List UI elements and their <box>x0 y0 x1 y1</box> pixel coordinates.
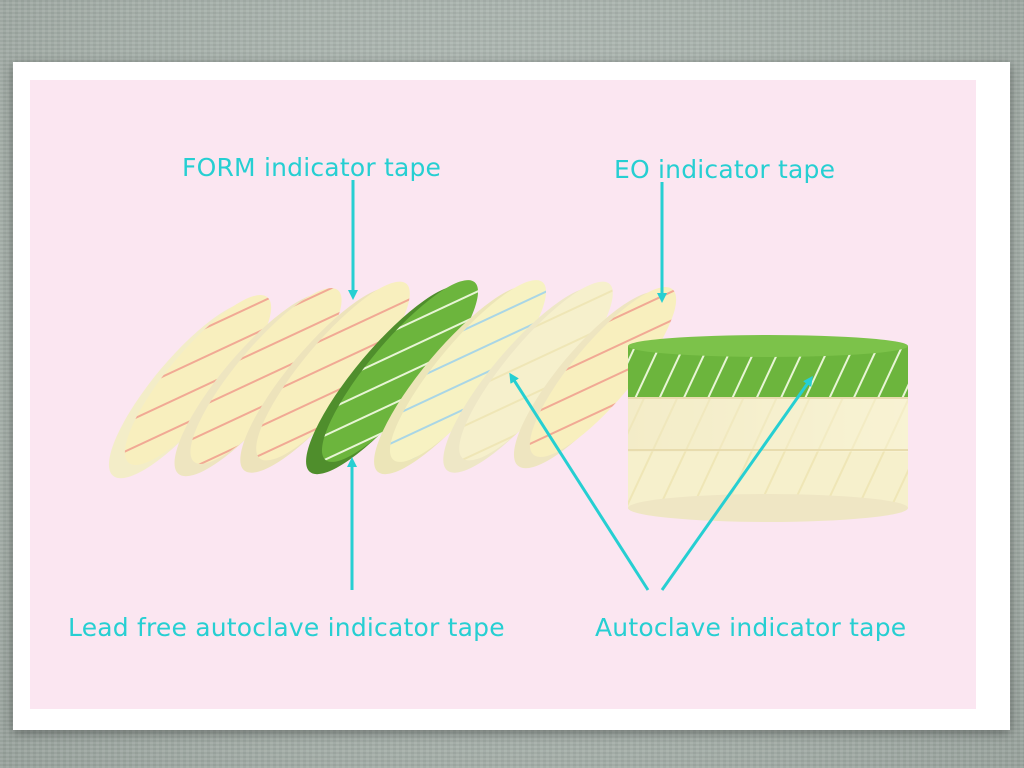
arrow-autoclave-a <box>509 372 650 591</box>
photo-card: FORM indicator tape EO indicator tape Le… <box>13 62 1010 730</box>
tape-roll-eo <box>513 287 677 469</box>
tape-rolls-illustration <box>108 180 908 591</box>
arrow-autoclave-b <box>660 375 813 591</box>
pink-panel: FORM indicator tape EO indicator tape Le… <box>30 80 976 709</box>
label-form-indicator: FORM indicator tape <box>182 153 442 182</box>
label-autoclave-indicator: Autoclave indicator tape <box>595 613 907 642</box>
tape-roll-1 <box>108 295 272 479</box>
label-eo-indicator: EO indicator tape <box>614 155 836 184</box>
label-lead-free-autoclave: Lead free autoclave indicator tape <box>68 613 505 642</box>
tape-roll-green <box>306 280 479 475</box>
tape-roll-blue <box>374 280 547 475</box>
pointer-arrows <box>347 180 813 591</box>
stacked-tape-rolls <box>628 335 908 522</box>
tape-roll-2 <box>174 288 342 477</box>
tape-roll-plain <box>443 281 613 473</box>
tape-roll-3 <box>240 281 410 473</box>
